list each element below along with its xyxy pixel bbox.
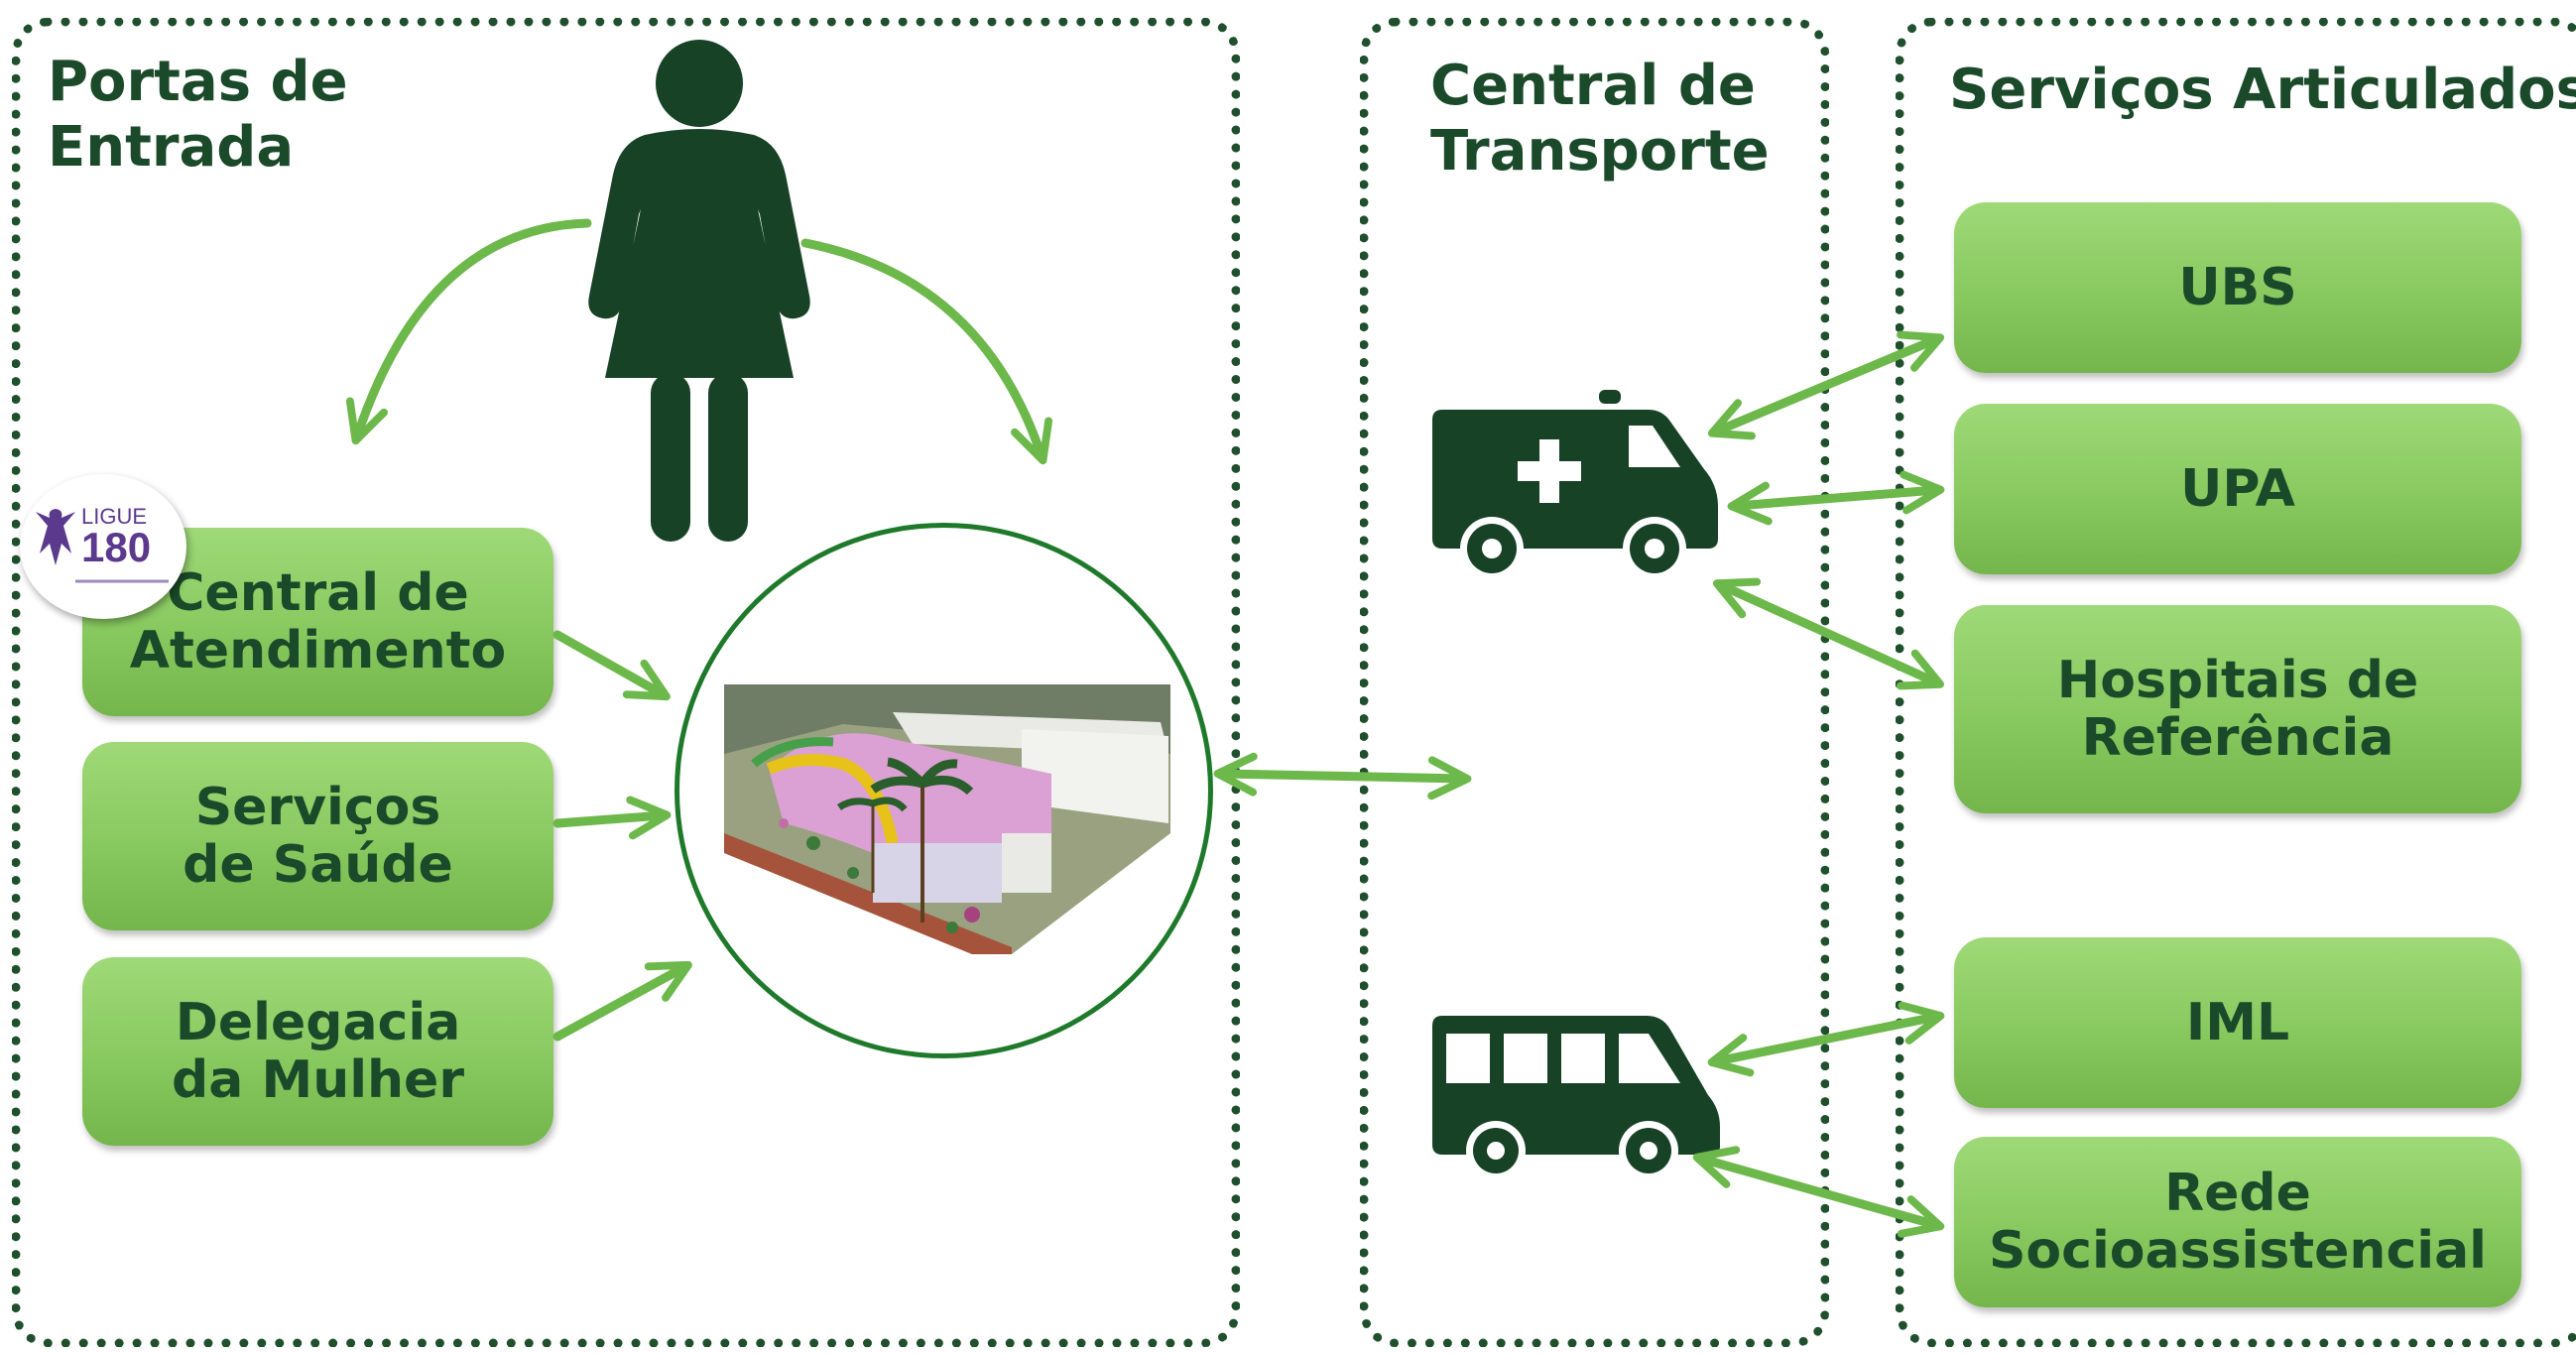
box-label: IML <box>2185 993 2290 1052</box>
van-icon <box>1432 1016 1720 1180</box>
box-label: Delegacia da Mulher <box>172 993 464 1110</box>
logo-number: 180 <box>81 524 151 570</box>
box-delegacia-da-mulher: Delegacia da Mulher <box>82 957 553 1146</box>
box-ubs: UBS <box>1954 202 2521 373</box>
ligue-180-logo: LIGUE 180 <box>20 474 186 619</box>
box-label: Hospitais de Referência <box>2056 651 2419 768</box>
section-title-servicos: Serviços Articulados <box>1949 58 2576 122</box>
woman-icon <box>588 40 810 542</box>
box-label: UPA <box>2180 459 2295 519</box>
box-rede-socioassistencial: Rede Socioassistencial <box>1954 1137 2521 1307</box>
box-label: Serviços de Saúde <box>183 778 453 895</box>
box-label: Rede Socioassistencial <box>1988 1164 2488 1281</box>
section-title-transporte: Central de Transporte <box>1430 54 1770 184</box>
section-title-entrada: Portas de Entrada <box>48 50 348 180</box>
box-upa: UPA <box>1954 404 2521 574</box>
box-hospitais-de-referencia: Hospitais de Referência <box>1954 605 2521 813</box>
ambulance-icon <box>1432 390 1718 580</box>
box-servicos-de-saude: Serviços de Saúde <box>82 742 553 930</box>
logo-text: LIGUE <box>81 504 147 529</box>
building-illustration <box>724 684 1170 954</box>
panel-portas-de-entrada <box>12 18 1240 1347</box>
box-label: Central de Atendimento <box>129 563 507 680</box>
box-central-de-atendimento: Central de Atendimento <box>82 528 553 716</box>
box-iml: IML <box>1954 937 2521 1108</box>
box-label: UBS <box>2178 258 2297 317</box>
